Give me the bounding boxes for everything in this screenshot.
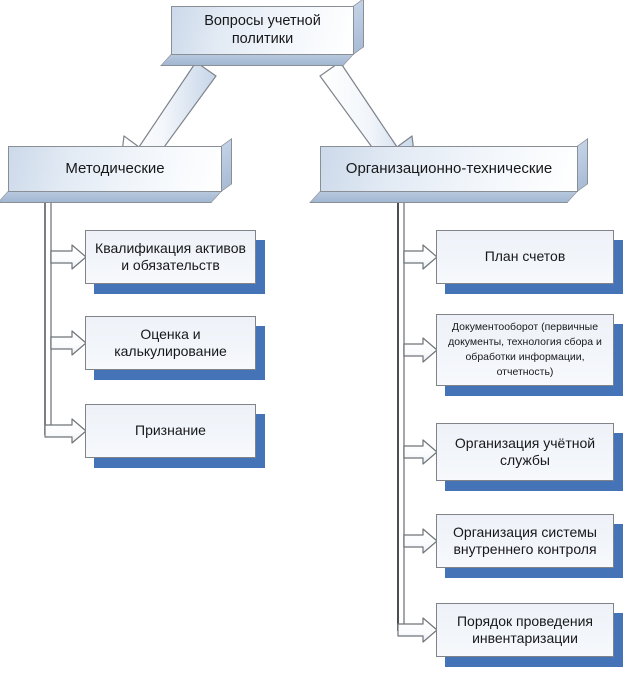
node-leaf-inventory-procedure[interactable]: Порядок проведения инвентаризации (436, 603, 623, 667)
methodical-bevel-bottom (0, 191, 223, 203)
methodical-bevel-right (221, 138, 232, 192)
root-bevel-right (353, 0, 364, 55)
node-leaf-qualification-assets[interactable]: Квалификация активов и обязательств (85, 230, 265, 294)
leaf-panel: План счетов (436, 230, 614, 284)
node-leaf-chart-of-accounts[interactable]: План счетов (436, 230, 623, 294)
orgtech-face: Организационно-технические (320, 146, 578, 192)
node-leaf-accounting-service[interactable]: Организация учётной службы (436, 423, 623, 491)
leaf-arrow-right-4-icon (397, 617, 438, 643)
leaf-arrow-left-1-icon (50, 330, 87, 356)
branch-label-methodical: Методические (65, 159, 165, 177)
leaf-label: Организация системы внутреннего контроля (453, 523, 597, 558)
root-bevel-bottom (160, 54, 354, 66)
leaf-arrow-right-0-icon (403, 244, 438, 270)
leaf-arrow-left-0-icon (50, 244, 87, 270)
leaf-panel: Документооборот (первичные документы, те… (436, 314, 614, 386)
node-leaf-document-flow[interactable]: Документооборот (первичные документы, те… (436, 314, 623, 396)
leaf-panel: Порядок проведения инвентаризации (436, 603, 614, 657)
leaf-label: Признание (135, 422, 206, 439)
leaf-arrow-right-3-icon (403, 528, 438, 554)
leaf-panel: Организация системы внутреннего контроля (436, 514, 614, 568)
node-leaf-internal-control[interactable]: Организация системы внутреннего контроля (436, 514, 623, 578)
leaf-panel: Квалификация активов и обязательств (85, 230, 256, 284)
leaf-label: Порядок проведения инвентаризации (456, 612, 594, 647)
root-face: Вопросы учетной политики (171, 6, 354, 55)
leaf-label: Оценка и калькулирование (114, 325, 227, 360)
methodical-face: Методические (8, 146, 222, 192)
trunk-left (44, 200, 52, 435)
leaf-arrow-right-1-icon (403, 337, 438, 363)
leaf-label: План счетов (484, 248, 566, 265)
leaf-panel: Оценка и калькулирование (85, 316, 256, 370)
leaf-arrow-left-2-icon (44, 418, 87, 444)
node-branch-methodical[interactable]: Методические (0, 138, 232, 203)
node-root[interactable]: Вопросы учетной политики (160, 0, 364, 66)
node-branch-organizational-technical[interactable]: Организационно-технические (309, 138, 588, 203)
leaf-arrow-right-2-icon (403, 439, 438, 465)
orgtech-bevel-right (577, 138, 588, 192)
leaf-panel: Организация учётной службы (436, 423, 614, 481)
leaf-panel: Признание (85, 404, 256, 458)
node-leaf-valuation-costing[interactable]: Оценка и калькулирование (85, 316, 265, 380)
leaf-label: Организация учётной службы (454, 434, 596, 469)
node-leaf-recognition[interactable]: Признание (85, 404, 265, 468)
leaf-label: Документооборот (первичные документы, те… (448, 321, 602, 378)
trunk-right (397, 200, 405, 631)
branch-label-organizational-technical: Организационно-технические (345, 159, 553, 177)
leaf-label: Квалификация активов и обязательств (95, 239, 246, 274)
orgtech-bevel-bottom (309, 191, 578, 203)
root-label: Вопросы учетной политики (204, 12, 321, 47)
